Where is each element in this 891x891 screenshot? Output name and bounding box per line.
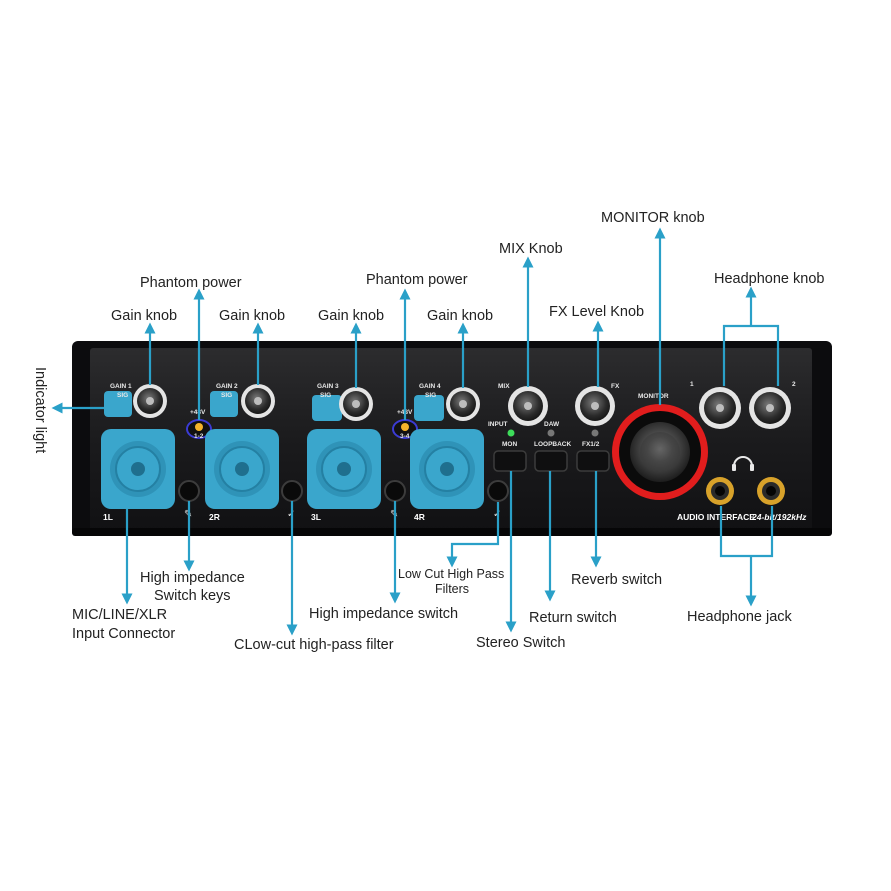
sig-indicator-3 [312, 395, 342, 421]
hi-z-keys-label-line2: Switch keys [154, 588, 231, 604]
gain-labels: GAIN 1 GAIN 2 GAIN 3 GAIN 4 [110, 383, 441, 390]
loopback-button[interactable] [534, 450, 568, 472]
channel-labels: 1L 2R 3L 4R [103, 512, 425, 522]
channel-1-label: 1L [103, 512, 113, 522]
sig-indicator-1 [104, 391, 132, 417]
hp2-label: 2 [792, 381, 796, 388]
loopback-label: LOOPBACK [534, 441, 572, 448]
headphone-knob-1[interactable] [699, 387, 741, 429]
spec-text: 24-bit/192kHz [751, 512, 807, 522]
gain-knob-label-4: Gain knob [427, 308, 493, 324]
gain1-label: GAIN 1 [110, 383, 132, 390]
low-cut-filters-label-line1: Low Cut High Pass [398, 567, 504, 581]
headphone-jack-1[interactable] [706, 477, 734, 505]
gain-knob-label-2: Gain knob [219, 308, 285, 324]
gain-knob-4[interactable] [446, 387, 480, 421]
sig-indicator-4 [414, 395, 444, 421]
fx-level-knob-label: FX Level Knob [549, 304, 644, 320]
mon-label: MON [502, 441, 517, 448]
headphone-icon [732, 456, 754, 471]
reverb-switch-label: Reverb switch [571, 572, 662, 588]
callout-lines [51, 227, 780, 636]
gain-knob-label-1: Gain knob [111, 308, 177, 324]
low-cut-filter-label: CLow-cut high-pass filter [234, 637, 394, 653]
callout-labels: Indicator light Gain knob Gain knob Gain… [32, 210, 824, 653]
stereo-switch-label: Stereo Switch [476, 635, 565, 651]
combo-input-1[interactable] [101, 429, 175, 509]
combo-input-3[interactable] [307, 429, 381, 509]
hi-z-switch-label: High impedance switch [309, 606, 458, 622]
sig-label-3: SIG [320, 392, 331, 399]
sig-label-1: SIG [117, 392, 128, 399]
input-connector-label-line1: MIC/LINE/XLR [72, 607, 167, 623]
headphone-knob-2[interactable] [749, 387, 791, 429]
daw-label: DAW [544, 421, 560, 428]
fx-level-knob[interactable] [575, 386, 615, 426]
mix-knob-label: MIX Knob [499, 241, 563, 257]
input-led [507, 429, 515, 437]
channel-3-label: 3L [311, 512, 321, 522]
fx-label: FX [611, 383, 620, 390]
sig-indicator-2 [210, 391, 238, 417]
indicator-light-label: Indicator light [32, 367, 48, 453]
daw-led [547, 429, 555, 437]
low-cut-filters-label-line2: Filters [435, 582, 469, 596]
mix-knob[interactable] [508, 386, 548, 426]
channel-4-label: 4R [414, 512, 425, 522]
gain3-label: GAIN 3 [317, 383, 339, 390]
gain4-label: GAIN 4 [419, 383, 441, 390]
combo-input-2[interactable] [205, 429, 279, 509]
monitor-knob-label: MONITOR knob [601, 210, 705, 226]
monitor-label: MONITOR [638, 393, 669, 400]
gain-knob-label-3: Gain knob [318, 308, 384, 324]
gain-knob-3[interactable] [339, 387, 373, 421]
fx12-label: FX1/2 [582, 441, 600, 448]
sig-indicators: SIG SIG SIG SIG [104, 391, 444, 421]
input-connector-label-line2: Input Connector [72, 626, 175, 642]
phantom-pair-label-1: 1-2 [194, 433, 204, 440]
monitor-knob[interactable] [612, 404, 708, 500]
fx-led [591, 429, 599, 437]
mon-button[interactable] [493, 450, 527, 472]
return-switch-label: Return switch [529, 610, 617, 626]
combo-input-4[interactable] [410, 429, 484, 509]
sig-label-4: SIG [425, 392, 436, 399]
gain2-label: GAIN 2 [216, 383, 238, 390]
sig-label-2: SIG [221, 392, 232, 399]
fx12-button[interactable] [576, 450, 610, 472]
phantom-power-label-1: Phantom power [140, 275, 242, 291]
hp1-label: 1 [690, 381, 694, 388]
headphone-jack-label: Headphone jack [687, 609, 793, 625]
gain-knob-1[interactable] [133, 384, 167, 418]
brand-text: AUDIO INTERFACE [677, 512, 755, 522]
hi-z-keys-label-line1: High impedance [140, 570, 245, 586]
input-label: INPUT [488, 421, 508, 428]
phantom-pair-label-2: 3-4 [400, 433, 410, 440]
gain-knob-2[interactable] [241, 384, 275, 418]
phantom-power-label-2: Phantom power [366, 272, 468, 288]
mix-label: MIX [498, 383, 510, 390]
headphone-jack-2[interactable] [757, 477, 785, 505]
channel-2-label: 2R [209, 512, 220, 522]
headphone-knob-label: Headphone knob [714, 271, 824, 287]
